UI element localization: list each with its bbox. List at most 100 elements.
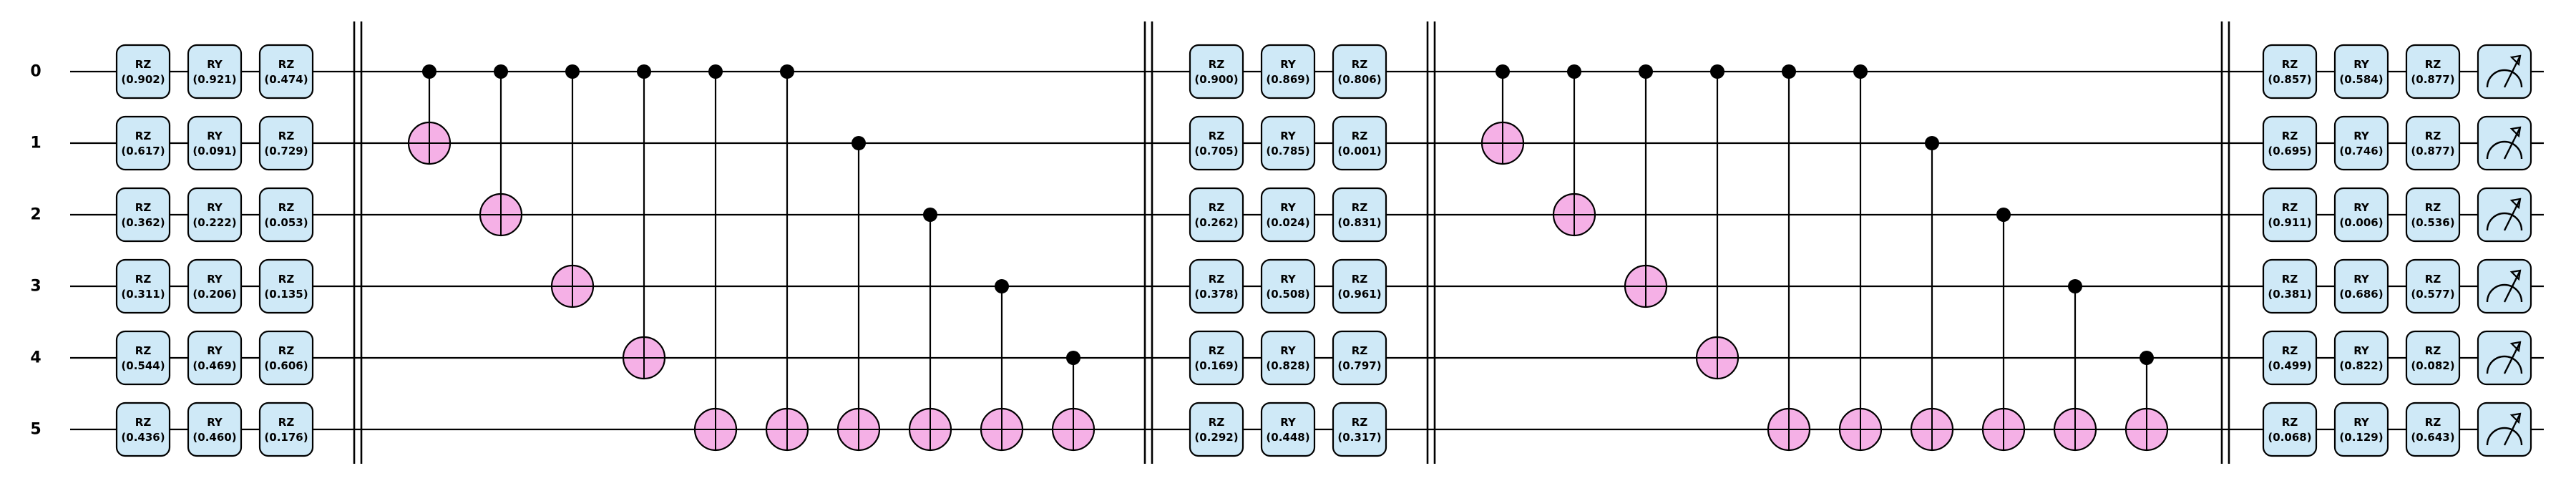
rotation-gate: RZ(0.169) bbox=[1189, 330, 1244, 386]
qubit-label: 0 bbox=[30, 63, 41, 81]
gate-name: RZ bbox=[135, 416, 152, 429]
gate-name: RZ bbox=[278, 130, 295, 142]
rotation-gate: RZ(0.262) bbox=[1189, 187, 1244, 243]
rotation-gate: RZ (0.001) bbox=[1332, 115, 1387, 171]
gate-param: (0.577) bbox=[2411, 288, 2454, 301]
gate-name: RZ bbox=[135, 58, 152, 71]
cnot-gate bbox=[1695, 64, 1740, 380]
gate-param: (0.606) bbox=[264, 359, 308, 372]
gate-box bbox=[1332, 330, 1387, 386]
cnot-gate bbox=[1480, 64, 1525, 165]
gate-param: (0.362) bbox=[121, 216, 165, 229]
gate-box bbox=[115, 115, 171, 171]
control-dot bbox=[2068, 279, 2082, 293]
gate-box bbox=[1332, 258, 1387, 314]
gate-param: (0.448) bbox=[1266, 431, 1309, 444]
cnot-gate bbox=[479, 64, 523, 237]
meter-needle bbox=[2503, 413, 2522, 446]
rotation-gate: RY(0.024) bbox=[1260, 187, 1316, 243]
cnot-gate bbox=[2053, 279, 2097, 452]
meter-box bbox=[2477, 115, 2532, 171]
cnot-gate bbox=[622, 64, 666, 380]
gate-param: (0.877) bbox=[2411, 73, 2454, 86]
gate-name: RZ bbox=[2425, 201, 2441, 214]
meter-arrowhead bbox=[2509, 412, 2522, 424]
meter-arc bbox=[2486, 427, 2523, 446]
gate-box bbox=[2405, 187, 2461, 243]
gate-param: (0.584) bbox=[2339, 73, 2383, 86]
meter-icon bbox=[2477, 187, 2532, 243]
rotation-gate: RY(0.006) bbox=[2333, 187, 2389, 243]
cnot-gate bbox=[1910, 136, 1954, 452]
gate-box bbox=[2262, 44, 2318, 99]
control-dot bbox=[1782, 64, 1796, 79]
gate-box bbox=[187, 330, 243, 386]
gate-name: RZ bbox=[1352, 201, 1368, 214]
gate-name: RZ bbox=[2425, 344, 2441, 357]
rotation-gate: RZ(0.900) bbox=[1189, 44, 1244, 99]
gate-name: RZ bbox=[278, 58, 295, 71]
rotation-gate: RZ (0.378) bbox=[1189, 258, 1244, 314]
gate-param: (0.129) bbox=[2339, 431, 2383, 444]
control-dot bbox=[1066, 351, 1080, 365]
gate-box bbox=[258, 402, 314, 457]
gate-param: (0.857) bbox=[2268, 73, 2311, 86]
gate-name: RY bbox=[2353, 416, 2370, 429]
meter-needle bbox=[2503, 341, 2522, 374]
gate-box bbox=[258, 187, 314, 243]
meter-box bbox=[2477, 402, 2532, 457]
rotation-gate: RZ(0.617) bbox=[115, 115, 171, 171]
gate-name: RZ bbox=[2425, 130, 2441, 142]
rotation-gate: RZ(0.474) bbox=[258, 44, 314, 99]
rotation-gate: RZ(0.857) bbox=[2262, 44, 2318, 99]
gate-box bbox=[187, 115, 243, 171]
cnot-gate bbox=[1624, 64, 1668, 308]
gate-name: RZ bbox=[2282, 201, 2298, 214]
qubit-label: 4 bbox=[30, 349, 41, 367]
cnot-gate bbox=[908, 208, 952, 452]
gate-param: (0.053) bbox=[264, 216, 308, 229]
gate-box bbox=[2333, 115, 2389, 171]
rotation-gate: RZ(0.806) bbox=[1332, 44, 1387, 99]
gate-name: RY bbox=[1280, 273, 1297, 286]
gate-param: (0.001) bbox=[1337, 145, 1381, 157]
gate-param: (0.900) bbox=[1194, 73, 1238, 86]
gate-name: RZ bbox=[1209, 416, 1225, 429]
gate-param: (0.169) bbox=[1194, 359, 1238, 372]
gate-box bbox=[258, 44, 314, 99]
gate-param: (0.378) bbox=[1194, 288, 1238, 301]
control-dot bbox=[923, 208, 937, 222]
rotation-gate: RZ(0.311) bbox=[115, 258, 171, 314]
gate-box bbox=[258, 115, 314, 171]
cnot-gate bbox=[1767, 64, 1811, 452]
gate-name: RZ bbox=[1209, 273, 1225, 286]
gate-param: (0.831) bbox=[1337, 216, 1381, 229]
rotation-gate: RZ(0.499) bbox=[2262, 330, 2318, 386]
gate-name: RY bbox=[207, 273, 223, 286]
rotation-gate: RZ(0.902) bbox=[115, 44, 171, 99]
gate-param: (0.643) bbox=[2411, 431, 2454, 444]
rotation-gate: RZ(0.606) bbox=[258, 330, 314, 386]
rotation-gates: RZ(0.902)RZ(0.617)RZ(0.362)RZ(0.311)RZ(0… bbox=[115, 44, 2461, 457]
rotation-gate: RZ(0.068) bbox=[2262, 402, 2318, 457]
rotation-gate: RZ (0.436) bbox=[115, 402, 171, 457]
rotation-gate: RZ(0.544) bbox=[115, 330, 171, 386]
control-dot bbox=[1567, 64, 1581, 79]
barriers bbox=[353, 21, 2230, 464]
gate-name: RZ bbox=[1352, 130, 1368, 142]
gate-name: RZ bbox=[1352, 416, 1368, 429]
cnot-gate bbox=[1981, 208, 2026, 452]
meter-arc bbox=[2486, 140, 2523, 160]
gate-param: (0.508) bbox=[1266, 288, 1309, 301]
gate-box bbox=[187, 44, 243, 99]
gate-param: (0.705) bbox=[1194, 145, 1238, 157]
rotation-gate: RZ(0.317) bbox=[1332, 402, 1387, 457]
gate-param: (0.436) bbox=[121, 431, 165, 444]
gate-param: (0.797) bbox=[1337, 359, 1381, 372]
rotation-gate: RY(0.785) bbox=[1260, 115, 1316, 171]
gate-box bbox=[1260, 115, 1316, 171]
rotation-gate: RZ(0.292) bbox=[1189, 402, 1244, 457]
gate-name: RZ bbox=[1352, 58, 1368, 71]
gate-box bbox=[1189, 187, 1244, 243]
cnot-gate bbox=[550, 64, 595, 308]
